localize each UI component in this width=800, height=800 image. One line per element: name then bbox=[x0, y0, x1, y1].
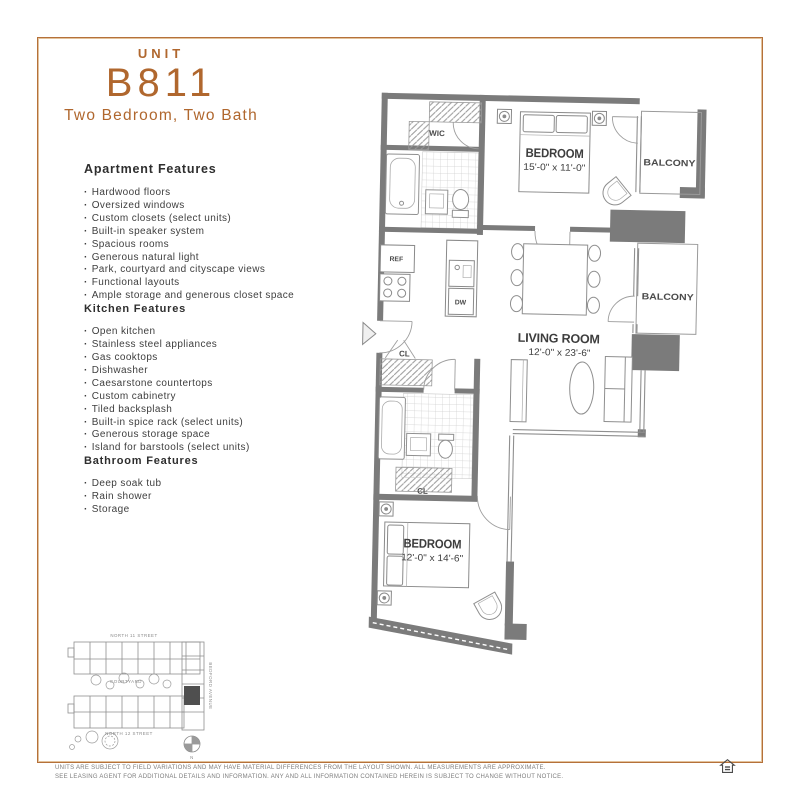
page-border-frame bbox=[37, 37, 763, 763]
dining-set bbox=[509, 243, 602, 316]
features-column: Apartment Features Hardwood floorsOversi… bbox=[84, 162, 324, 517]
bedroom2-label: BEDROOM bbox=[403, 536, 461, 551]
living-room-dims: 12'-0" x 23'-6" bbox=[528, 347, 590, 359]
unit-number: B811 bbox=[105, 61, 217, 105]
feature-item: Built-in speaker system bbox=[84, 226, 324, 239]
feature-item: Generous storage space bbox=[84, 429, 324, 442]
wic-label: WIC bbox=[429, 129, 445, 138]
feature-item: Island for barstools (select units) bbox=[84, 442, 324, 455]
feature-item: Spacious rooms bbox=[84, 239, 324, 252]
legal-disclaimer: UNITS ARE SUBJECT TO FIELD VARIATIONS AN… bbox=[55, 764, 563, 782]
street-label-bottom: NORTH 12 STREET bbox=[105, 731, 153, 736]
feature-item: Rain shower bbox=[84, 491, 324, 504]
site-map: NORTH 11 STREET NORTH 12 STREET COURTYAR… bbox=[67, 633, 213, 760]
compass bbox=[183, 735, 201, 753]
apartment-features-title: Apartment Features bbox=[84, 162, 217, 176]
windows bbox=[506, 116, 646, 562]
apartment-features-list: Hardwood floorsOversized windowsCustom c… bbox=[84, 187, 324, 303]
feature-item: Generous natural light bbox=[84, 252, 324, 265]
bathroom-features-list: Deep soak tubRain showerStorage bbox=[84, 478, 324, 517]
walls bbox=[368, 92, 707, 655]
living-room-label: LIVING ROOM bbox=[518, 331, 600, 347]
refrigerator-label: REF bbox=[389, 256, 403, 263]
balcony1-label: BALCONY bbox=[643, 157, 695, 168]
avenue-label: BEDFORD AVENUE bbox=[208, 662, 213, 709]
bathroom1-fixtures bbox=[384, 153, 470, 219]
closet2-label: CL bbox=[417, 487, 428, 496]
bedroom1-bed bbox=[518, 111, 591, 194]
building-outline bbox=[67, 641, 205, 731]
feature-item: Tiled backsplash bbox=[84, 404, 324, 417]
disclaimer-line1: UNITS ARE SUBJECT TO FIELD VARIATIONS AN… bbox=[55, 765, 546, 771]
closet1-label: CL bbox=[399, 349, 410, 358]
disclaimer-line2: SEE LEASING AGENT FOR ADDITIONAL DETAILS… bbox=[55, 774, 564, 780]
unit-header: UNIT B811 Two Bedroom, Two Bath bbox=[48, 46, 274, 125]
kitchen-features-title: Kitchen Features bbox=[84, 303, 187, 316]
balcony2-label: BALCONY bbox=[642, 291, 694, 302]
unit-location-marker bbox=[184, 686, 200, 705]
feature-item: Hardwood floors bbox=[84, 187, 324, 200]
bedroom1-label: BEDROOM bbox=[525, 146, 583, 161]
feature-item: Built-in spice rack (select units) bbox=[84, 417, 324, 430]
closet-rods bbox=[379, 101, 483, 493]
feature-item: Functional layouts bbox=[84, 277, 324, 290]
feature-item: Custom cabinetry bbox=[84, 391, 324, 404]
bedroom1-dims: 15'-0" x 11'-0" bbox=[523, 162, 585, 174]
bedroom2-dims: 12'-0" x 14'-6" bbox=[401, 552, 463, 564]
entry-marker-icon bbox=[362, 321, 377, 346]
courtyard-label: COURTYARD bbox=[110, 679, 142, 684]
feature-item: Dishwasher bbox=[84, 365, 324, 378]
trees bbox=[69, 672, 172, 750]
living-room-furniture bbox=[509, 356, 633, 423]
ceiling-speaker-icons bbox=[376, 108, 608, 606]
bathroom-features-title: Bathroom Features bbox=[84, 455, 199, 468]
feature-item: Storage bbox=[84, 504, 324, 517]
unit-label: UNIT bbox=[137, 46, 185, 61]
wall-dash-detail bbox=[372, 622, 509, 651]
feature-item: Open kitchen bbox=[84, 326, 324, 339]
bathroom2-fixtures bbox=[377, 396, 455, 460]
bedroom2-bed bbox=[383, 521, 471, 589]
kitchen-fixtures bbox=[378, 239, 479, 318]
compass-north-label: N bbox=[190, 755, 194, 760]
floor-plan: BEDROOM 15'-0" x 11'-0" LIVING ROOM 12'-… bbox=[362, 92, 707, 655]
feature-item: Oversized windows bbox=[84, 200, 324, 213]
street-label-top: NORTH 11 STREET bbox=[110, 633, 157, 638]
kitchen-features-list: Open kitchenStainless steel appliancesGa… bbox=[84, 326, 324, 455]
feature-item: Caesarstone countertops bbox=[84, 378, 324, 391]
feature-item: Ample storage and generous closet space bbox=[84, 290, 324, 303]
feature-item: Park, courtyard and cityscape views bbox=[84, 264, 324, 277]
feature-item: Deep soak tub bbox=[84, 478, 324, 491]
feature-item: Gas cooktops bbox=[84, 352, 324, 365]
feature-item: Custom closets (select units) bbox=[84, 213, 324, 226]
feature-item: Stainless steel appliances bbox=[84, 339, 324, 352]
armchairs bbox=[473, 175, 632, 620]
unit-subtitle: Two Bedroom, Two Bath bbox=[64, 107, 258, 124]
equal-housing-logo-icon bbox=[719, 758, 736, 780]
dishwasher-label: DW bbox=[455, 299, 467, 306]
